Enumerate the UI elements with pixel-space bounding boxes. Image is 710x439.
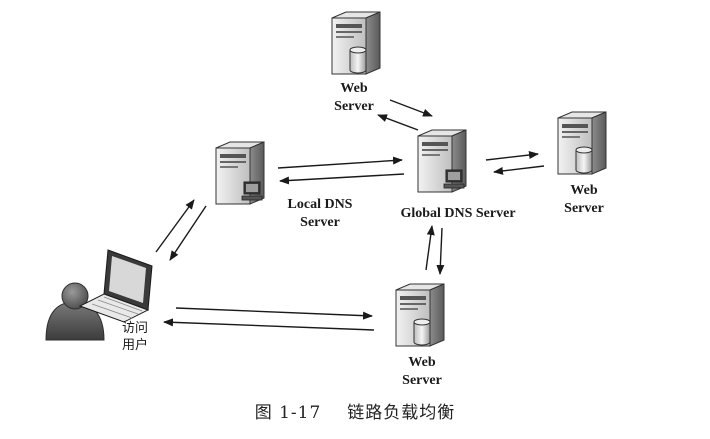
- arrow-web-bottom-to-global: [425, 225, 435, 271]
- connection-arrows: [155, 99, 545, 331]
- web-server-top-icon: [331, 11, 381, 75]
- figure-number: 图 1-17: [254, 403, 322, 423]
- web-server-right-line1: Web: [570, 183, 598, 198]
- web-server-right-line2: Server: [564, 201, 604, 216]
- web-server-bottom-label: Web Server: [386, 354, 458, 390]
- arrow-web-right-to-global: [493, 165, 545, 175]
- user-label: 访问 用户: [122, 320, 148, 354]
- laptop-icon: [78, 249, 153, 323]
- web-server-bottom-line2: Server: [402, 373, 442, 388]
- global-dns-server-line1: Global DNS Server: [400, 206, 516, 221]
- web-server-bottom-line1: Web: [408, 355, 436, 370]
- arrow-global-to-web-bottom: [436, 227, 445, 275]
- figure-title: 链路负载均衡: [347, 403, 456, 423]
- arrow-global-to-web-top: [377, 114, 419, 131]
- global-dns-server-icon: [417, 129, 467, 193]
- global-dns-server-label: Global DNS Server: [388, 205, 528, 223]
- arrow-user-to-web-bottom: [175, 307, 373, 320]
- web-server-right-label: Web Server: [548, 182, 620, 218]
- arrow-user-to-local-dns: [155, 199, 195, 253]
- web-server-top-label: Web Server: [322, 80, 386, 116]
- figure-caption: 图 1-17 链路负载均衡: [0, 398, 710, 423]
- user-label-line2: 用户: [122, 338, 149, 353]
- arrow-local-dns-to-user: [169, 205, 207, 261]
- local-dns-server-line1: Local DNS: [287, 197, 353, 212]
- arrow-global-to-local-dns: [279, 173, 405, 185]
- user-icon: [45, 282, 105, 341]
- arrow-local-to-global-dns: [277, 156, 403, 169]
- web-server-bottom-icon: [395, 283, 445, 347]
- web-server-top-line2: Server: [334, 99, 374, 114]
- arrow-web-bottom-to-user: [163, 318, 375, 331]
- local-dns-server-label: Local DNS Server: [272, 196, 368, 232]
- web-server-top-line1: Web: [340, 81, 368, 96]
- user-label-line1: 访问: [122, 321, 149, 336]
- arrow-global-to-web-right: [485, 151, 539, 161]
- local-dns-server-icon: [215, 141, 265, 205]
- web-server-right-icon: [557, 111, 607, 175]
- local-dns-server-line2: Server: [300, 215, 340, 230]
- arrow-web-top-to-global: [389, 99, 433, 117]
